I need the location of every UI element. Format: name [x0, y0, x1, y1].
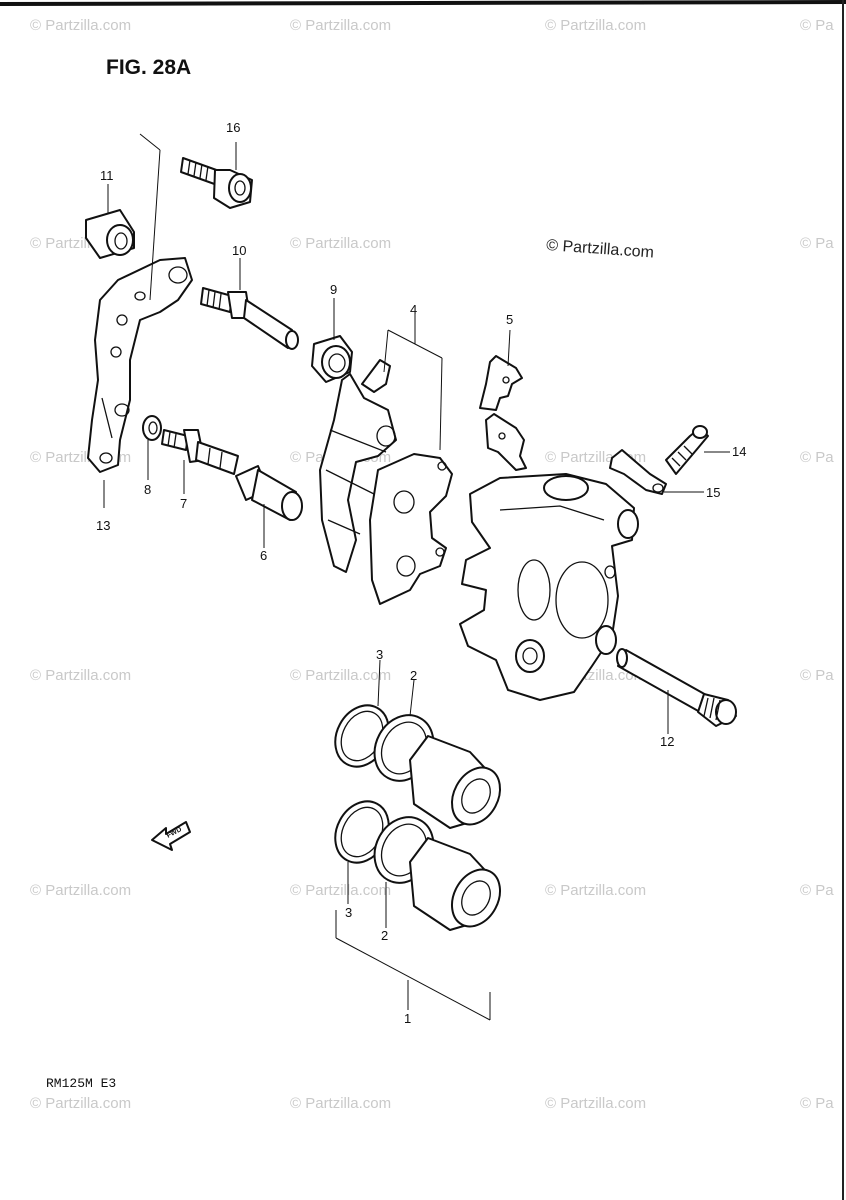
watermark: © Partzilla.com [290, 1095, 391, 1112]
watermark: © Pa [800, 17, 834, 34]
callout-labels: 16 11 10 9 4 5 14 15 8 7 13 6 3 2 12 3 2… [96, 120, 746, 1026]
watermark: © Partzilla.com [30, 17, 131, 34]
callout-4: 4 [410, 302, 417, 317]
callout-5: 5 [506, 312, 513, 327]
part-15-bleeder-cap [609, 449, 667, 495]
watermark: © Pa [800, 1095, 834, 1112]
watermark: © Partzilla.com [290, 882, 391, 899]
piston-upper [409, 735, 501, 829]
watermark: © Partzilla.com [30, 882, 131, 899]
part-16-bolt [180, 157, 253, 209]
callout-12: 12 [660, 734, 674, 749]
part-14-bleeder-valve [665, 425, 709, 475]
callout-3-lower: 3 [345, 905, 352, 920]
callout-8: 8 [144, 482, 151, 497]
watermark: © Partzilla.com [30, 1095, 131, 1112]
copyright-notice: © Partzilla.com [546, 237, 655, 261]
part-4-brake-pads [319, 359, 453, 605]
callout-3-upper: 3 [376, 647, 383, 662]
fwd-arrow-icon: FWD [151, 821, 191, 851]
piston-lower [409, 837, 501, 931]
watermark: © Pa [800, 667, 834, 684]
callout-9: 9 [330, 282, 337, 297]
watermark: © Partzilla.com [545, 882, 646, 899]
callout-7: 7 [180, 496, 187, 511]
callout-14: 14 [732, 444, 746, 459]
part-6-sleeve-boot [235, 465, 303, 521]
watermark: © Partzilla.com [545, 17, 646, 34]
watermark: © Partzilla.com [290, 667, 391, 684]
part-13-bracket [87, 257, 193, 473]
part-8-washer [142, 415, 162, 441]
part-11-collar [85, 209, 135, 259]
callout-11: 11 [100, 168, 114, 183]
watermark: © Partzilla.com [290, 235, 391, 252]
watermark: © Pa [800, 235, 834, 252]
watermark: © Partzilla.com [30, 667, 131, 684]
watermark: © Partzilla.com [545, 1095, 646, 1112]
watermark: © Pa [800, 449, 834, 466]
part-5-pad-spring [479, 355, 527, 471]
callout-2-upper: 2 [410, 668, 417, 683]
model-code: RM125M E3 [46, 1076, 116, 1091]
part-10-pin [200, 287, 299, 350]
watermark: © Partzilla.com [290, 17, 391, 34]
leader-lines [103, 133, 730, 1021]
figure-title: FIG. 28A [106, 56, 191, 79]
callout-13: 13 [96, 518, 110, 533]
caliper-body [459, 473, 639, 701]
callout-2-lower: 2 [381, 928, 388, 943]
callout-16: 16 [226, 120, 240, 135]
part-9-boot [311, 335, 353, 383]
callout-1: 1 [404, 1011, 411, 1026]
part-12-pin [616, 648, 737, 727]
scan-top-edge [0, 0, 846, 6]
watermark: © Pa [800, 882, 834, 899]
callout-15: 15 [706, 485, 720, 500]
callout-10: 10 [232, 243, 246, 258]
part-7-pin-bolt [161, 429, 239, 475]
callout-6: 6 [260, 548, 267, 563]
